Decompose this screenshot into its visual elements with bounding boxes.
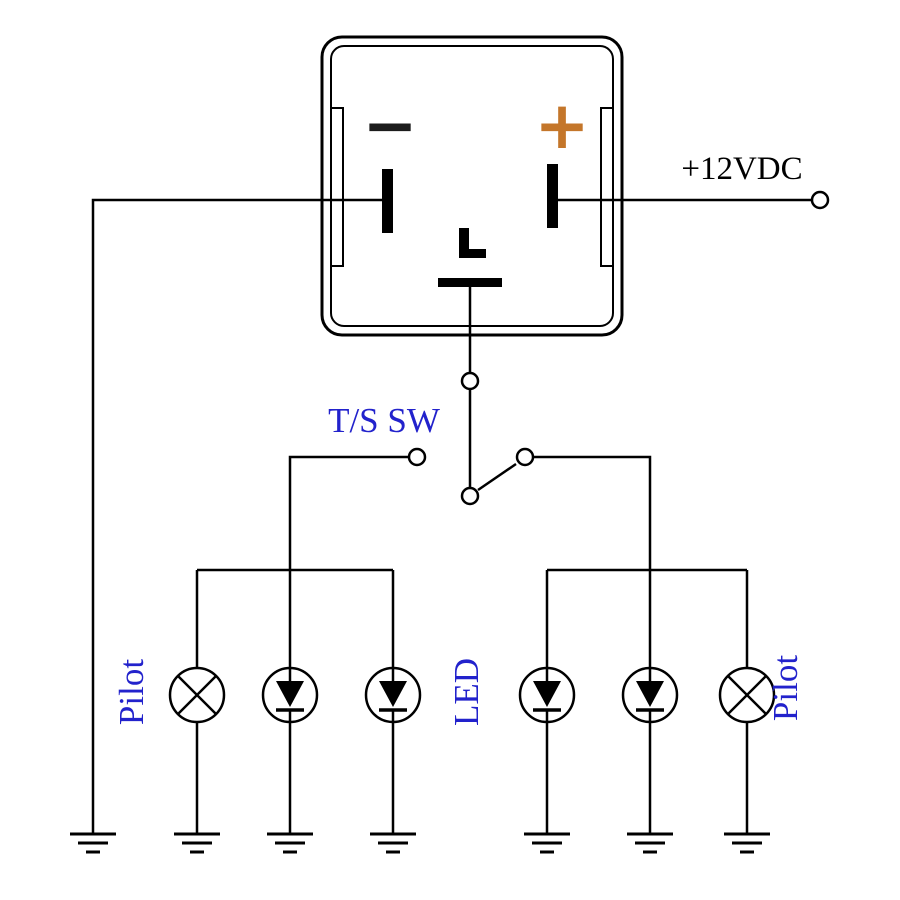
wires — [91, 198, 812, 834]
relay-negative-mark: − — [362, 87, 417, 164]
led-label: LED — [447, 658, 486, 726]
supply-label: +12VDC — [681, 151, 802, 187]
pilot-right-label: Pilot — [766, 655, 805, 721]
led-lamp-1 — [261, 666, 319, 724]
wire-right-throw — [533, 455, 652, 668]
pilot-left-label: Pilot — [112, 659, 151, 725]
switch-blade — [477, 462, 517, 492]
ground-symbol — [370, 832, 416, 854]
ground-symbol — [724, 832, 770, 854]
ground-symbol — [174, 832, 220, 854]
text-labels: +12VDC T/S SW Pilot LED Pilot — [112, 151, 805, 726]
ground-symbol — [627, 832, 673, 854]
turn-signal-switch-label: T/S SW — [328, 401, 440, 440]
led-lamp-4 — [621, 666, 679, 724]
switch-common-terminal — [460, 486, 480, 506]
flasher-relay-box: − + — [320, 35, 624, 337]
pilot-lamp-right — [718, 666, 776, 724]
relay-negative-pin — [382, 169, 393, 233]
ground-symbol — [524, 832, 570, 854]
relay-left-tab — [330, 107, 344, 267]
supply-terminal — [810, 190, 830, 210]
led-lamp-2 — [364, 666, 422, 724]
ground-symbol — [70, 832, 116, 854]
terminals — [407, 190, 830, 506]
switch-right-contact — [515, 447, 535, 467]
led-lamp-3 — [518, 666, 576, 724]
wire-negative-to-ground — [91, 198, 382, 834]
switch-left-contact — [407, 447, 427, 467]
relay-output-terminal — [460, 371, 480, 391]
relay-outer-case — [320, 35, 624, 337]
relay-load-pin — [459, 228, 486, 258]
ground-symbol — [267, 832, 313, 854]
relay-positive-mark: + — [534, 87, 589, 164]
relay-positive-pin — [547, 164, 558, 228]
pilot-lamp-left — [168, 666, 226, 724]
relay-right-tab — [600, 107, 614, 267]
wire-left-throw — [288, 455, 409, 668]
relay-load-bar — [438, 278, 502, 287]
ground-symbols — [70, 832, 770, 854]
